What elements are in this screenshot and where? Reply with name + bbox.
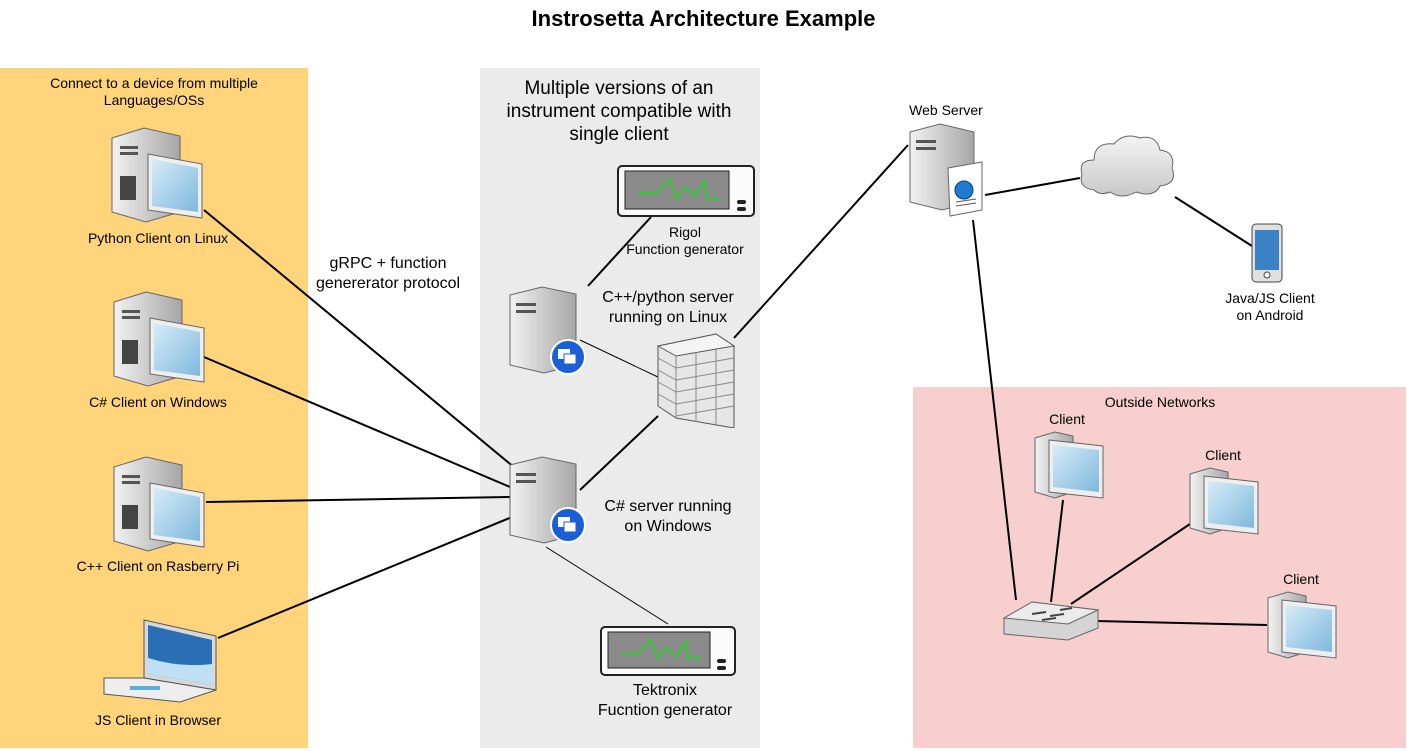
desktop-computer-icon xyxy=(1189,467,1259,535)
diagram-title: Instrosetta Architecture Example xyxy=(531,6,876,31)
link-firewall-to-web-server xyxy=(733,144,909,339)
zone-right-label: Outside Networks xyxy=(1104,394,1216,410)
protocol-label: gRPC + function genererator protocol xyxy=(315,255,461,292)
link-windows-server-to-tektronix xyxy=(545,546,669,625)
function-generator-icon xyxy=(600,626,736,676)
link-csharp-to-windows-server xyxy=(203,356,511,488)
desktop-computer-icon xyxy=(1034,431,1104,499)
firewall-icon xyxy=(656,333,736,428)
link-linux-server-to-rigol xyxy=(587,216,652,287)
server-tower-icon xyxy=(509,456,586,544)
client-label-csharp: C# Client on Windows xyxy=(89,394,227,410)
link-python-to-windows-server xyxy=(203,209,516,469)
link-switch-to-client-1 xyxy=(1050,499,1064,603)
instrument-label-tektronix: Tektronix Fucntion generator xyxy=(597,682,733,719)
client-label-js: JS Client in Browser xyxy=(94,712,222,728)
client-label-cpp: C++ Client on Rasberry Pi xyxy=(76,558,240,574)
link-switch-to-client-3 xyxy=(1095,620,1268,626)
globe-icon xyxy=(954,180,974,200)
outside-client-label-1: Client xyxy=(1049,411,1085,427)
link-web-server-to-switch xyxy=(972,219,1017,601)
desktop-computer-icon xyxy=(113,456,205,552)
outside-client-label-3: Client xyxy=(1283,571,1319,587)
server-tower-icon xyxy=(509,286,586,375)
link-switch-to-client-2 xyxy=(1070,523,1191,605)
server-label-linux: C++/python server running on Linux xyxy=(602,289,734,326)
android-client-label: Java/JS Client on Android xyxy=(1225,290,1315,323)
network-switch-icon xyxy=(1002,601,1100,641)
server-label-windows: C# server running on Windows xyxy=(604,498,732,535)
link-windows-server-to-firewall xyxy=(579,415,659,491)
desktop-computer-icon xyxy=(111,127,203,223)
cloud-icon xyxy=(1080,135,1174,197)
desktop-computer-icon xyxy=(113,291,205,387)
instrument-label-rigol: Rigol Function generator xyxy=(626,224,744,257)
outside-client-label-2: Client xyxy=(1205,447,1241,463)
web-server-label: Web Server xyxy=(909,102,983,118)
client-label-python: Python Client on Linux xyxy=(87,230,229,246)
zone-outside-networks xyxy=(913,387,1406,748)
link-web-server-to-cloud xyxy=(984,177,1081,196)
zone-middle-label: Multiple versions of an instrument compa… xyxy=(506,78,732,145)
link-cpp-to-windows-server xyxy=(205,496,511,503)
laptop-icon xyxy=(103,619,217,703)
link-cloud-to-android xyxy=(1174,196,1253,247)
mobile-phone-icon xyxy=(1251,223,1283,283)
link-js-to-windows-server xyxy=(217,516,513,639)
zone-left-label: Connect to a device from multiple Langua… xyxy=(50,75,258,108)
desktop-computer-icon xyxy=(1267,591,1337,659)
function-generator-icon xyxy=(617,165,755,217)
web-server-icon xyxy=(909,123,983,217)
link-linux-server-to-firewall xyxy=(579,339,661,379)
